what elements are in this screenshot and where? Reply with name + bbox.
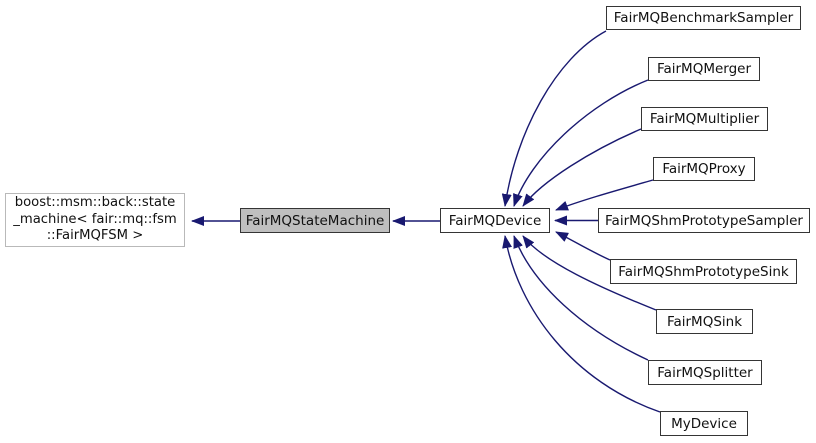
node-fairmqdevice[interactable]: FairMQDevice (440, 208, 550, 233)
node-fairmqshmprototypesink[interactable]: FairMQShmPrototypeSink (610, 259, 797, 284)
node-label: FairMQMerger (656, 61, 752, 77)
node-label: FairMQStateMachine (245, 212, 385, 229)
node-fairmqstatemachine: FairMQStateMachine (240, 208, 390, 233)
node-label: FairMQMultiplier (649, 111, 760, 127)
node-fairmqsplitter[interactable]: FairMQSplitter (648, 360, 762, 385)
node-label-line: _machine< fair::mq::fsm (13, 211, 177, 227)
node-fairmqsink[interactable]: FairMQSink (656, 309, 753, 334)
edge-proxy-to-device (555, 179, 654, 211)
node-mydevice[interactable]: MyDevice (660, 411, 748, 436)
node-label: FairMQSink (666, 313, 743, 330)
node-label: FairMQDevice (448, 212, 542, 229)
node-label: FairMQShmPrototypeSink (618, 263, 789, 280)
edge-merger-to-device (513, 79, 649, 207)
edge-benchmarksampler-to-device (501, 30, 607, 207)
node-label-line: boost::msm::back::state (14, 195, 176, 211)
node-label: MyDevice (671, 415, 737, 432)
node-label: FairMQBenchmarkSampler (613, 10, 794, 26)
node-fairmqmerger[interactable]: FairMQMerger (648, 57, 760, 81)
node-fairmqproxy[interactable]: FairMQProxy (653, 157, 755, 181)
node-fairmqmultiplier[interactable]: FairMQMultiplier (641, 107, 768, 131)
node-label-line: ::FairMQFSM > (46, 228, 144, 244)
node-fairmqshmprototypesampler[interactable]: FairMQShmPrototypeSampler (598, 208, 810, 233)
edge-shmprototypesink-to-device (555, 231, 611, 261)
node-label: FairMQSplitter (657, 364, 753, 381)
node-fairmqbenchmarksampler[interactable]: FairMQBenchmarkSampler (606, 6, 801, 30)
node-label: FairMQShmPrototypeSampler (605, 212, 803, 229)
edge-splitter-to-device (513, 235, 649, 361)
node-boost-msm-state-machine: boost::msm::back::state _machine< fair::… (5, 193, 185, 247)
edge-multiplier-to-device (522, 128, 642, 207)
node-label: FairMQProxy (662, 161, 746, 177)
